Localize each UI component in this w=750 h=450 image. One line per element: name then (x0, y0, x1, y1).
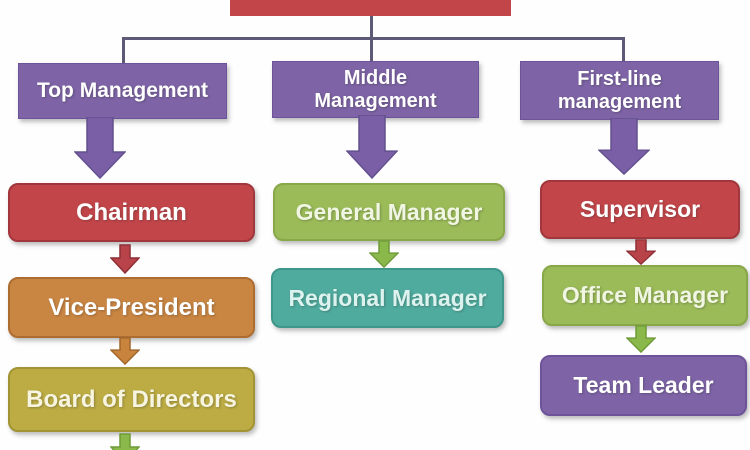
node-regional-manager: Regional Manager (271, 268, 504, 328)
node-supervisor: Supervisor (540, 180, 740, 239)
node-team-leader: Team Leader (540, 355, 747, 416)
node-office-manager: Office Manager (542, 265, 748, 326)
down-arrow-icon-gm-to-rm (369, 240, 399, 268)
node-office-manager-label: Office Manager (561, 282, 729, 308)
header-top-management-label: Top Management (36, 79, 209, 103)
node-regional-manager-label: Regional Manager (288, 284, 487, 311)
header-top-management: Top Management (18, 63, 227, 119)
big-down-arrow-icon-middle-management (346, 115, 398, 179)
node-team-leader-label: Team Leader (573, 372, 714, 398)
header-middle-management-label: Middle Management (314, 67, 437, 112)
root-box (230, 0, 511, 16)
node-board-of-directors-label: Board of Directors (26, 385, 237, 413)
header-first-line-management: First-line management (520, 61, 719, 120)
connector-line-drop-right (622, 40, 625, 62)
big-down-arrow-icon-top-management (74, 117, 126, 179)
connector-line-horizontal (122, 37, 625, 40)
node-chairman-label: Chairman (76, 198, 187, 226)
down-arrow-icon-below-board (110, 433, 140, 450)
node-general-manager: General Manager (273, 183, 505, 241)
down-arrow-icon-vp-to-board (110, 337, 140, 365)
down-arrow-icon-supervisor-to-office (626, 239, 656, 265)
connector-line-drop-left (122, 40, 125, 64)
node-general-manager-label: General Manager (295, 198, 483, 225)
node-chairman: Chairman (8, 183, 255, 242)
header-middle-management: Middle Management (272, 61, 479, 118)
big-down-arrow-icon-first-line (598, 118, 650, 175)
node-supervisor-label: Supervisor (579, 196, 701, 222)
node-vice-president: Vice-President (8, 277, 255, 338)
node-vice-president-label: Vice-President (48, 293, 215, 321)
header-first-line-management-label: First-line management (557, 68, 682, 113)
down-arrow-icon-office-to-team (626, 325, 656, 353)
down-arrow-icon-chairman-to-vp (110, 244, 140, 274)
node-board-of-directors: Board of Directors (8, 367, 255, 432)
